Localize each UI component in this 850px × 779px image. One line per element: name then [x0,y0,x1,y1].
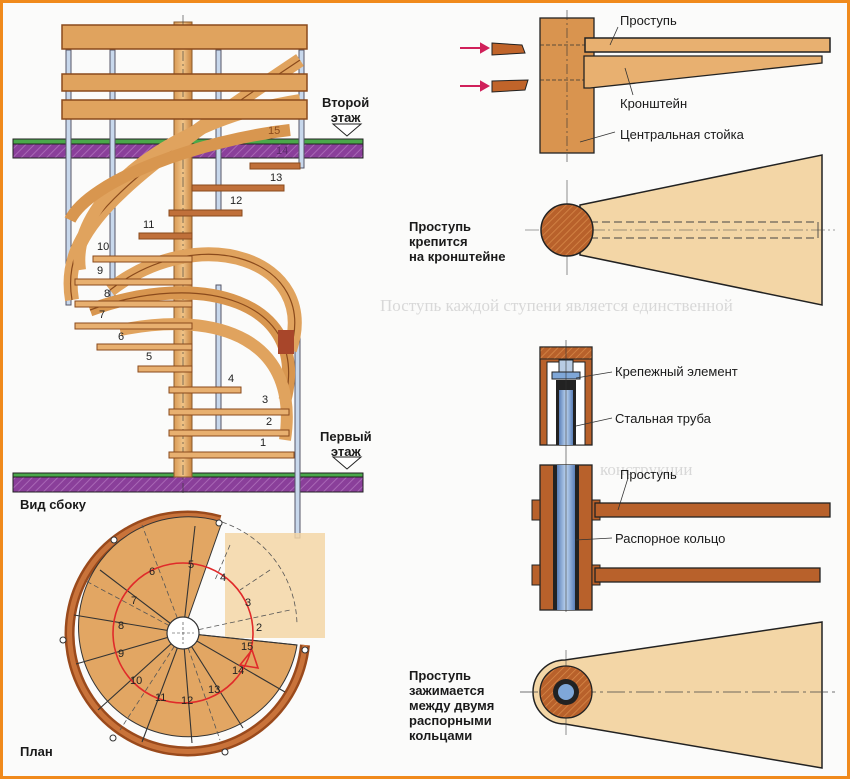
side-view-caption: Вид сбоку [20,497,87,512]
step-number: 13 [270,172,283,184]
second-floor-label: Второй этаж [322,95,369,125]
detail-bracket [583,55,823,89]
plan-step-lines [73,525,298,744]
background-text: конструкции [600,460,693,479]
plan-step-number: 15 [241,641,254,653]
fastener-label: Крепежный элемент [615,364,738,379]
step-number: 4 [228,373,235,385]
wedge-lower [491,79,529,93]
ring-tread-plan [532,621,823,769]
step-number: 3 [262,394,269,406]
plan-step-number: 2 [256,622,263,634]
plan-step-number: 14 [232,665,245,677]
handrail-end [278,330,294,354]
ring-caption-line: между двумя [409,698,495,713]
arrow-icons [460,42,491,92]
plan-step-number: 8 [118,620,125,632]
bracket-detail [460,10,835,306]
plan-step-number: 12 [181,695,194,707]
walking-direction-arrow [238,648,260,670]
pipe-section [558,684,574,700]
step-number: 7 [99,309,106,321]
post-section [540,203,594,257]
plan-step-number: 13 [208,684,221,696]
ring-caption-line: кольцами [409,728,473,743]
bracket-caption: Проступь крепится на кронштейне [409,219,505,264]
step-number: 5 [146,351,153,363]
plan-step-number: 10 [130,675,143,687]
step-number: 14 [276,145,289,157]
first-floor-label-line: этаж [330,444,361,459]
first-floor-label: Первый этаж [320,429,372,459]
ring-tread-lower [594,567,821,583]
step-number: 15 [268,125,281,137]
plan-view-caption: План [20,744,53,759]
second-floor-label-line: Второй [322,95,370,110]
ring-caption-line: распорными [409,713,492,728]
plan-step-number: 6 [149,566,156,578]
bracket-label: Кронштейн [620,96,688,111]
detail-tread [584,37,831,53]
wedge-upper [491,42,526,56]
ring-detail [520,340,835,769]
step-number: 12 [230,195,243,207]
step-number: 2 [266,416,273,428]
plan-step-number: 7 [131,595,138,607]
spacer-ring-label: Распорное кольцо [615,531,726,546]
step-number: 9 [97,265,104,277]
plan-step-number: 11 [155,692,167,704]
plan-view [59,510,325,757]
second-floor-marker [331,123,363,137]
walking-line [112,562,254,704]
bracket-caption-line: Проступь [409,219,472,234]
guard-rail [61,24,308,120]
treads [74,162,301,459]
first-floor-slab [12,476,364,493]
step-number: 6 [118,331,125,343]
first-floor-marker [331,456,363,470]
central-post-label: Центральная стойка [620,127,744,142]
background-text: Поступь каждой ступени является единстве… [380,296,733,315]
step-number: 1 [260,437,267,449]
plan-step-number: 4 [220,572,227,584]
landing-area [225,533,325,638]
steel-pipe-label: Стальная труба [615,411,711,426]
plan-step-number: 9 [118,648,125,660]
first-floor-label-line: Первый [320,429,372,444]
bracket-caption-line: крепится [409,234,468,249]
ring-caption: Проступь зажимается между двумя распорны… [409,668,494,743]
step-number: 8 [104,288,111,300]
step-number: 11 [143,219,155,231]
bracket-caption-line: на кронштейне [409,249,506,264]
side-view [12,15,364,539]
step-number: 10 [97,241,110,253]
tread-label: Проступь [620,13,677,28]
ring-tread-label: Проступь [620,467,677,482]
ring-caption-line: зажимается [409,683,485,698]
plan-step-number: 3 [245,597,252,609]
ring-tread-upper [594,502,831,518]
plan-step-number: 5 [188,559,195,571]
ring-caption-line: Проступь [409,668,472,683]
second-floor-label-line: этаж [330,110,361,125]
